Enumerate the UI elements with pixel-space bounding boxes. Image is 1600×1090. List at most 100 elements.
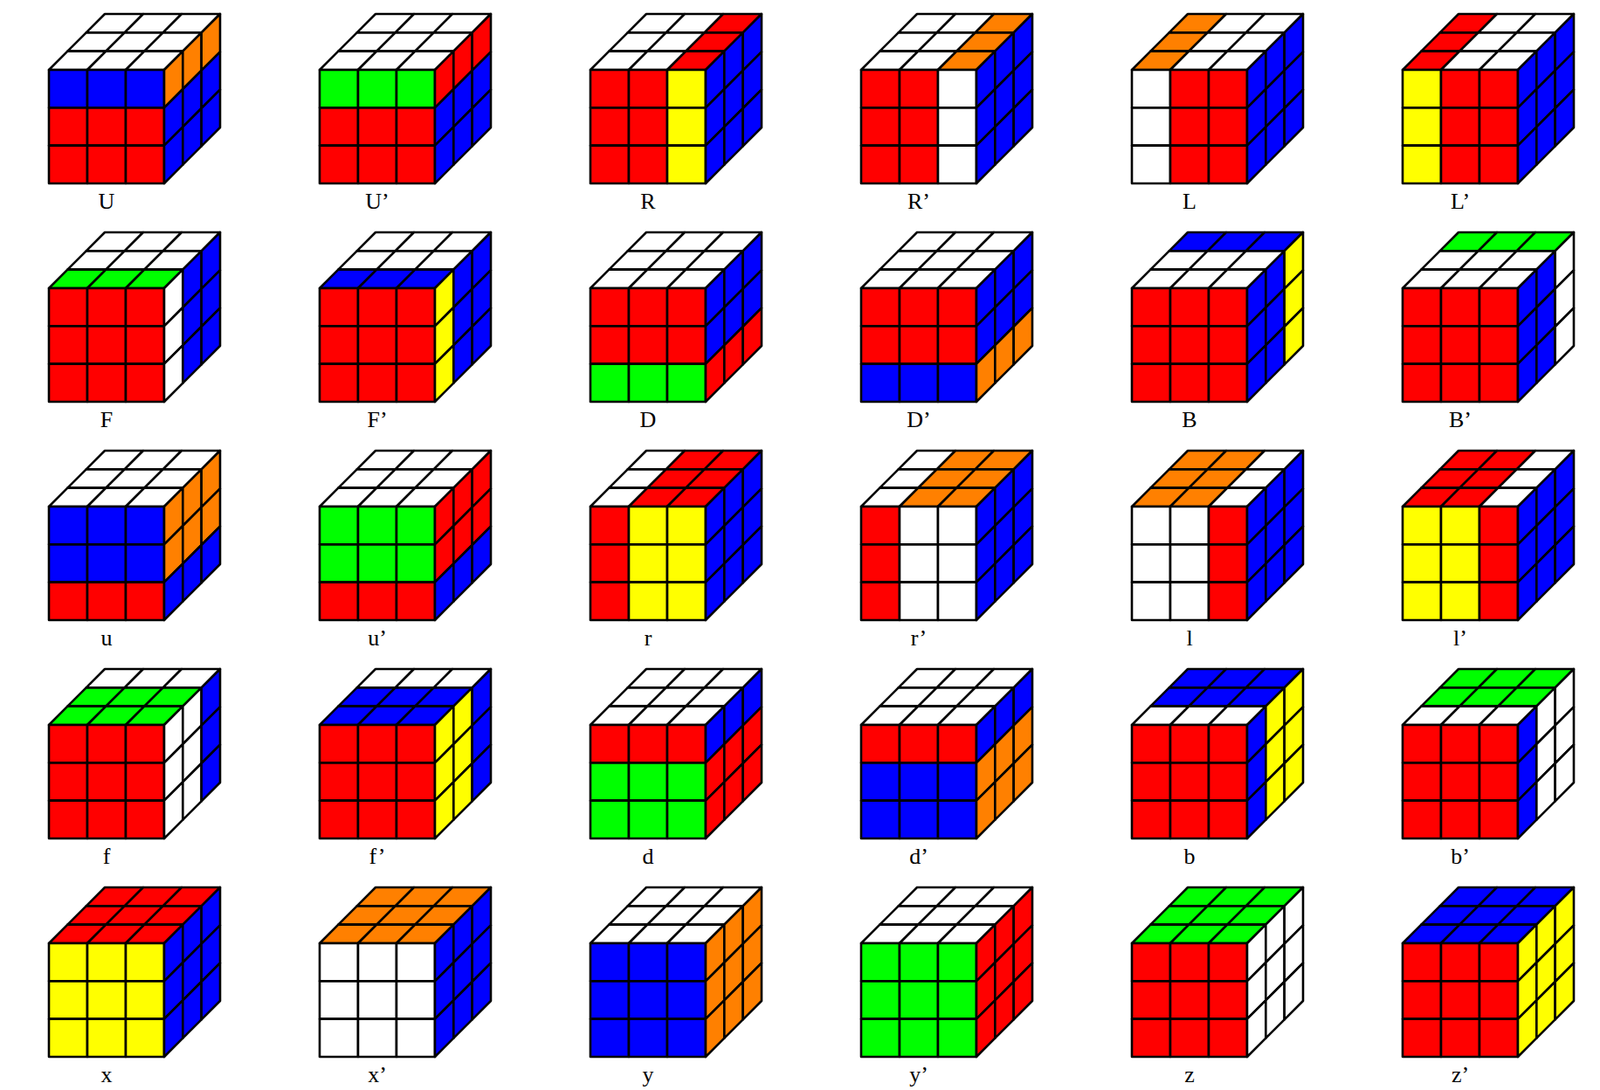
cube-sticker bbox=[87, 107, 126, 145]
cube-sticker bbox=[899, 943, 938, 981]
cube-sticker bbox=[87, 1019, 126, 1057]
move-label: d’ bbox=[861, 843, 977, 870]
cube-sticker bbox=[861, 943, 900, 981]
cube-sticker bbox=[358, 506, 397, 545]
cube-sticker bbox=[861, 544, 900, 582]
cube-sticker bbox=[434, 126, 454, 184]
cube-sticker bbox=[1402, 980, 1442, 1019]
cube-sticker bbox=[628, 724, 668, 763]
cube-sticker bbox=[1402, 145, 1442, 184]
cube-sticker bbox=[1208, 288, 1248, 326]
cube-illustration bbox=[861, 668, 1033, 839]
cube-sticker bbox=[182, 544, 201, 602]
cube-sticker bbox=[1247, 781, 1266, 839]
cube-sticker bbox=[358, 1019, 397, 1057]
cube-sticker bbox=[899, 980, 938, 1019]
cube-sticker bbox=[937, 800, 977, 839]
cube-sticker bbox=[937, 145, 977, 184]
cube-sticker bbox=[705, 126, 725, 184]
move-label: B’ bbox=[1402, 406, 1518, 434]
cube-sticker bbox=[1441, 1019, 1480, 1057]
cube-sticker bbox=[628, 544, 668, 582]
move-label: y’ bbox=[861, 1062, 977, 1089]
cube-sticker bbox=[861, 69, 900, 108]
cube-sticker bbox=[1170, 1019, 1209, 1057]
cube-sticker bbox=[667, 980, 706, 1019]
cube-illustration bbox=[319, 450, 491, 621]
cube-sticker bbox=[1170, 288, 1209, 326]
cube-sticker bbox=[1131, 69, 1171, 108]
cube-sticker bbox=[434, 563, 454, 621]
cube-sticker bbox=[87, 145, 126, 184]
move-label: L bbox=[1131, 188, 1248, 215]
cube-sticker bbox=[628, 980, 668, 1019]
cube-sticker bbox=[319, 762, 359, 800]
cube-illustration bbox=[319, 232, 491, 402]
cube-sticker bbox=[1402, 724, 1442, 763]
cube-sticker bbox=[1265, 544, 1284, 602]
cube-sticker bbox=[937, 1019, 977, 1057]
cube-sticker bbox=[125, 107, 165, 145]
cube-sticker bbox=[1265, 326, 1284, 384]
cube-sticker bbox=[48, 325, 88, 364]
cube-sticker bbox=[319, 980, 359, 1019]
cube-sticker bbox=[319, 582, 359, 621]
cube-sticker bbox=[125, 762, 165, 800]
cube-sticker bbox=[667, 145, 706, 184]
cube-sticker bbox=[899, 800, 938, 839]
cube-sticker bbox=[1131, 145, 1171, 184]
cube-sticker bbox=[861, 107, 900, 145]
cube-sticker bbox=[1555, 744, 1574, 802]
cube-sticker bbox=[937, 107, 977, 145]
cube-sticker bbox=[628, 325, 668, 364]
move-label: b’ bbox=[1402, 843, 1518, 870]
cube-sticker bbox=[1170, 544, 1209, 582]
cube-sticker bbox=[861, 145, 900, 184]
cube-sticker bbox=[125, 69, 165, 108]
cube-sticker bbox=[590, 506, 629, 545]
cube-sticker bbox=[125, 325, 165, 364]
cube-sticker bbox=[743, 744, 762, 802]
cube-sticker bbox=[590, 325, 629, 364]
move-label: x’ bbox=[319, 1062, 435, 1089]
cube-sticker bbox=[1555, 526, 1574, 584]
cube-sticker bbox=[48, 1019, 88, 1057]
cube-illustration bbox=[1402, 232, 1574, 402]
cube-sticker bbox=[899, 325, 938, 364]
cube-sticker bbox=[125, 800, 165, 839]
cube-sticker bbox=[1013, 308, 1033, 366]
cube-sticker bbox=[861, 800, 900, 839]
cube-sticker bbox=[1441, 288, 1480, 326]
cube-sticker bbox=[1441, 364, 1480, 402]
cube-sticker bbox=[1208, 943, 1248, 981]
cube-sticker bbox=[125, 724, 165, 763]
cube-sticker bbox=[358, 762, 397, 800]
cube-sticker bbox=[1131, 1019, 1171, 1057]
cube-sticker bbox=[1208, 980, 1248, 1019]
cube-sticker bbox=[396, 325, 435, 364]
cube-sticker bbox=[628, 506, 668, 545]
cube-sticker bbox=[1402, 107, 1442, 145]
cube-sticker bbox=[396, 145, 435, 184]
cube-sticker bbox=[87, 943, 126, 981]
cube-sticker bbox=[434, 1000, 454, 1057]
cube-sticker bbox=[125, 943, 165, 981]
cube-sticker bbox=[1170, 943, 1209, 981]
cube-sticker bbox=[1131, 288, 1171, 326]
cube-sticker bbox=[1441, 943, 1480, 981]
cube-illustration bbox=[48, 13, 221, 184]
cube-sticker bbox=[590, 724, 629, 763]
cube-sticker bbox=[1265, 763, 1284, 821]
cube-sticker bbox=[937, 325, 977, 364]
cube-sticker bbox=[358, 107, 397, 145]
cube-sticker bbox=[164, 1000, 183, 1057]
cube-sticker bbox=[48, 800, 88, 839]
cube-sticker bbox=[396, 69, 435, 108]
cube-sticker bbox=[1479, 980, 1518, 1019]
cube-sticker bbox=[861, 364, 900, 402]
cube-sticker bbox=[1441, 724, 1480, 763]
cube-sticker bbox=[899, 582, 938, 621]
cube-sticker bbox=[1402, 762, 1442, 800]
cube-sticker bbox=[1208, 800, 1248, 839]
cube-sticker bbox=[937, 506, 977, 545]
